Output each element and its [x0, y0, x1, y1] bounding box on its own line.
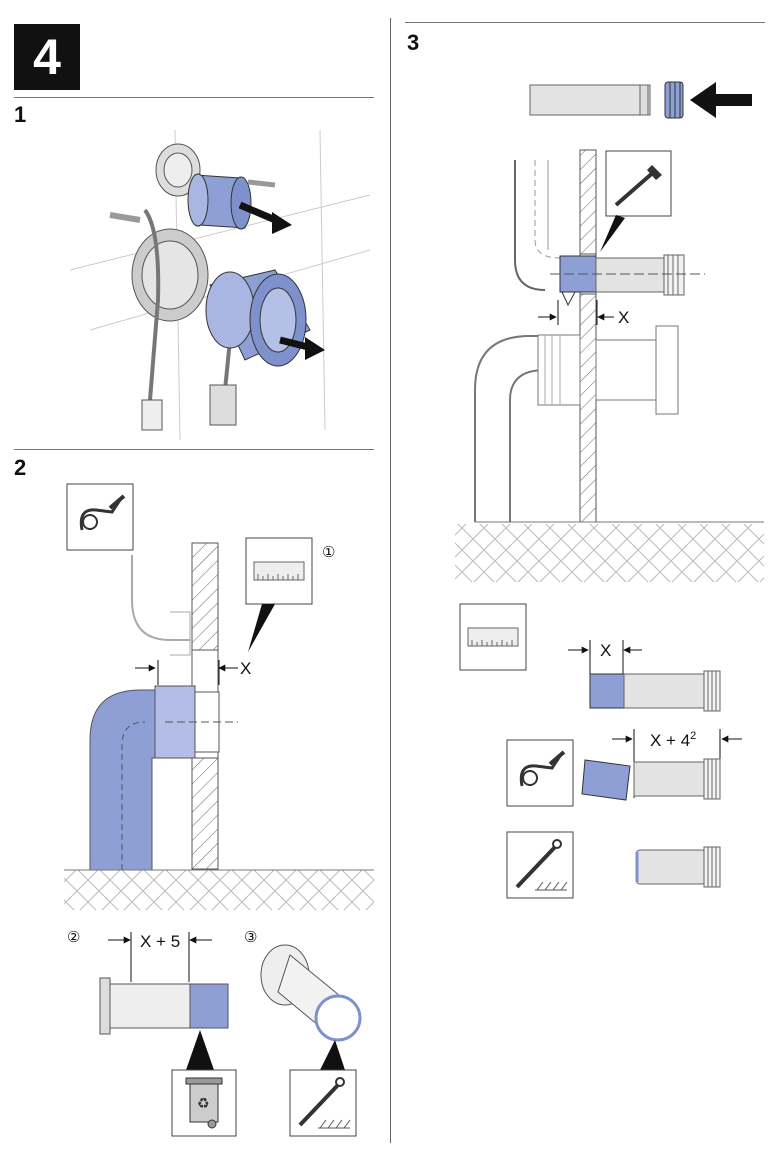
step3-dim-x: X	[618, 308, 629, 327]
callout-2: ②	[67, 929, 80, 946]
deburr-file-icon	[290, 1070, 356, 1136]
recycle-bin-icon: ♻	[172, 1070, 236, 1136]
ruler-icon	[246, 538, 312, 652]
dim-x-plus-4: X + 42	[650, 730, 696, 750]
step3-deburr-file-icon	[507, 832, 573, 898]
measured-pipe	[590, 671, 720, 711]
dim-x-label: X	[240, 659, 251, 678]
marker-pen-icon	[606, 151, 671, 216]
step3-illustration: X X X + 42	[455, 82, 764, 898]
callout-3: ③	[244, 929, 257, 946]
seal-ring	[665, 82, 683, 118]
step2-illustration: ① X ② X + 5	[64, 484, 374, 1136]
upper-protective-cap	[188, 174, 251, 229]
svg-text:♻: ♻	[197, 1096, 210, 1112]
lower-protective-cap	[206, 270, 310, 366]
step3-ruler-icon	[460, 604, 526, 670]
step1-illustration	[70, 130, 370, 440]
deburred-pipe-end	[261, 945, 360, 1040]
measure-dim-x: X	[600, 641, 611, 660]
pipe-cutter-icon	[67, 484, 133, 550]
step3-pipe-cutter-icon	[507, 740, 573, 806]
cut-off-piece	[582, 760, 630, 800]
cut-pipe-segment	[100, 978, 228, 1034]
deburred-pipe	[636, 847, 720, 887]
callout-1: ①	[322, 544, 335, 561]
dim-x-plus-5: X + 5	[140, 932, 180, 951]
